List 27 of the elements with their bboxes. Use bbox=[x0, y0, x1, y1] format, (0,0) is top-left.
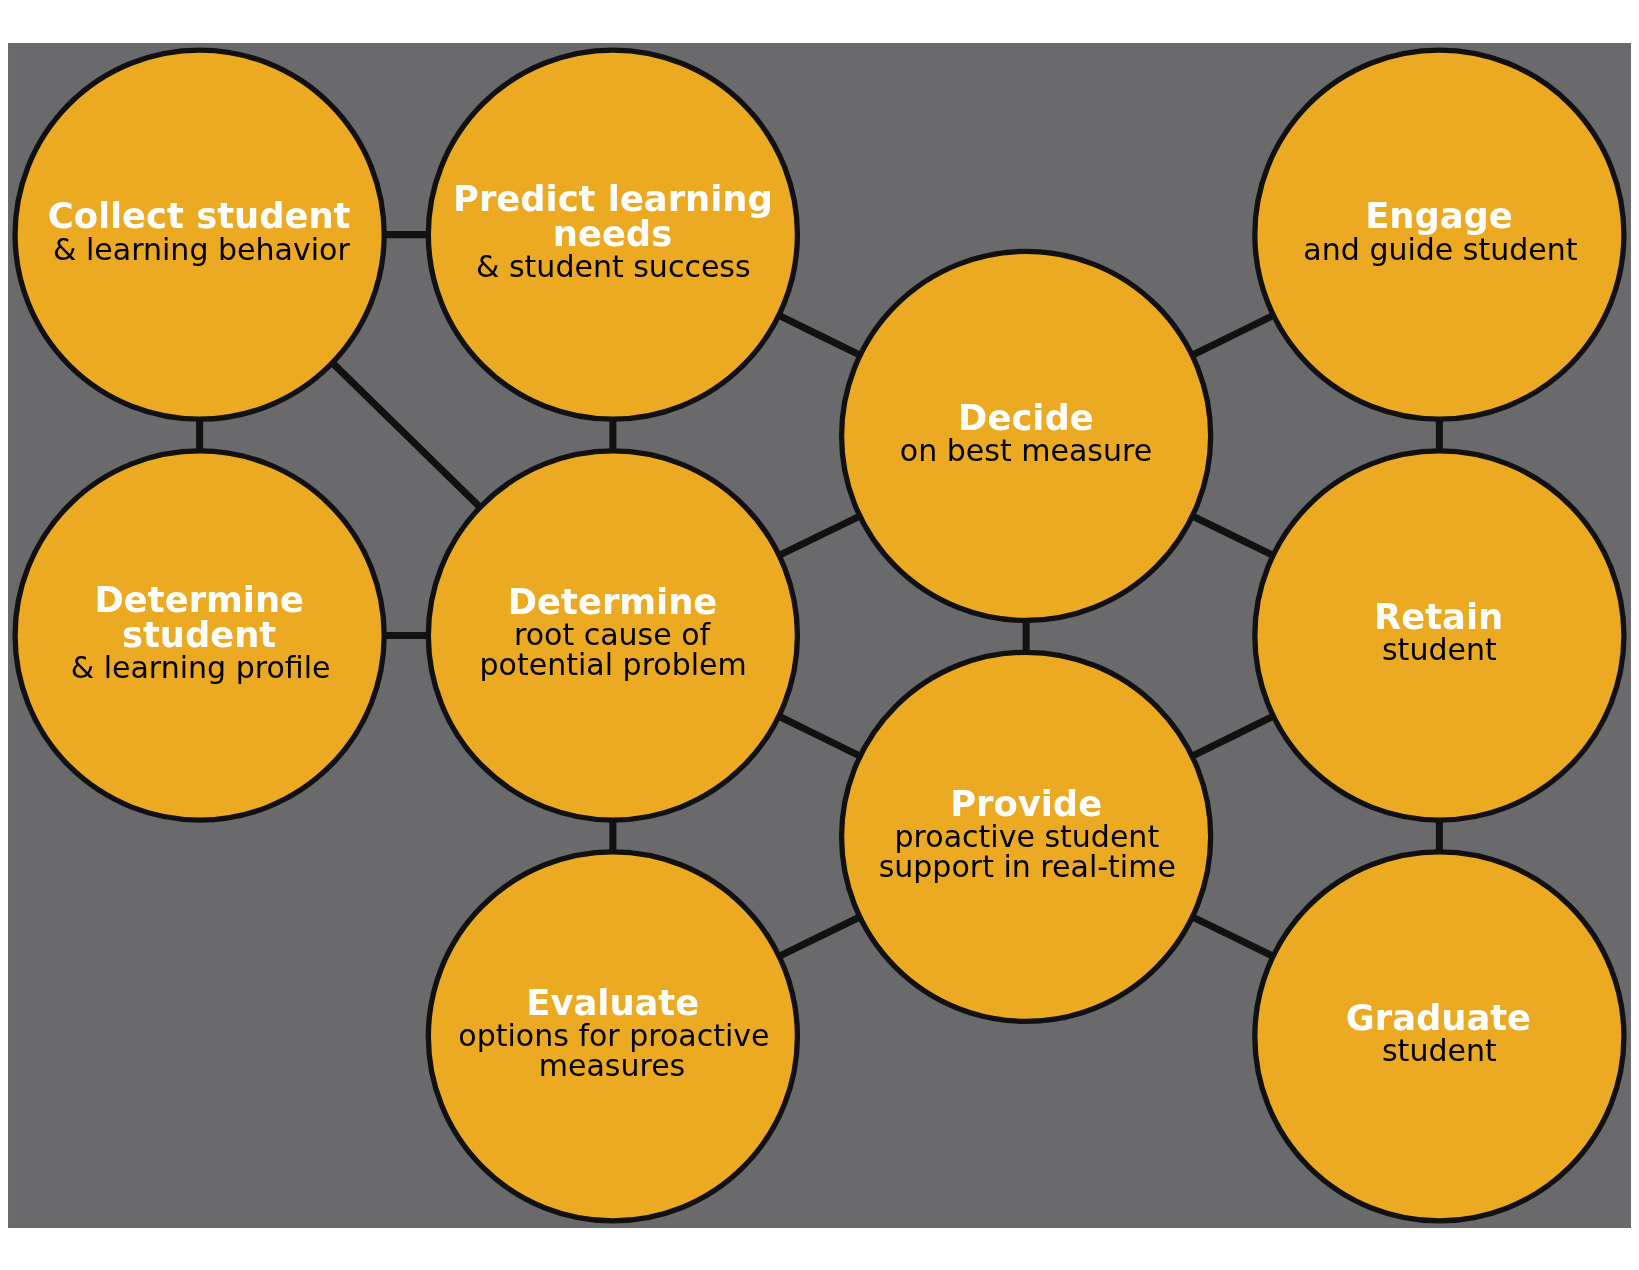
node-circle: Provide proactive student support in real-time bbox=[838, 649, 1214, 1024]
node-circle: Graduate student bbox=[1252, 848, 1627, 1224]
node-circle: Determine root cause of potential problem bbox=[425, 447, 801, 823]
connector bbox=[196, 419, 204, 451]
node-circle: Evaluate options for proactive measures bbox=[425, 848, 801, 1224]
connector bbox=[1022, 620, 1030, 652]
connector bbox=[1190, 311, 1275, 358]
connector bbox=[1191, 913, 1275, 959]
node-circle: Decide on best measure bbox=[838, 248, 1214, 623]
node-circle: Determine student & learning profile bbox=[12, 447, 387, 823]
node-circle: Collect student & learning behavior bbox=[12, 46, 387, 422]
connector bbox=[330, 360, 483, 510]
node-circle: Engage and guide student bbox=[1252, 46, 1627, 422]
connector bbox=[1191, 512, 1275, 559]
connector bbox=[777, 913, 862, 959]
connector bbox=[609, 819, 617, 852]
node-circle: Retain student bbox=[1252, 447, 1627, 823]
connector bbox=[609, 419, 617, 451]
connector bbox=[1435, 419, 1443, 451]
connector bbox=[777, 311, 862, 358]
node-circle: Predict learning needs & student success bbox=[425, 46, 801, 422]
connector bbox=[1190, 712, 1275, 759]
connector bbox=[777, 512, 862, 558]
connector bbox=[1435, 819, 1443, 852]
connector bbox=[777, 712, 862, 759]
connector bbox=[384, 631, 429, 639]
connector bbox=[384, 230, 429, 238]
